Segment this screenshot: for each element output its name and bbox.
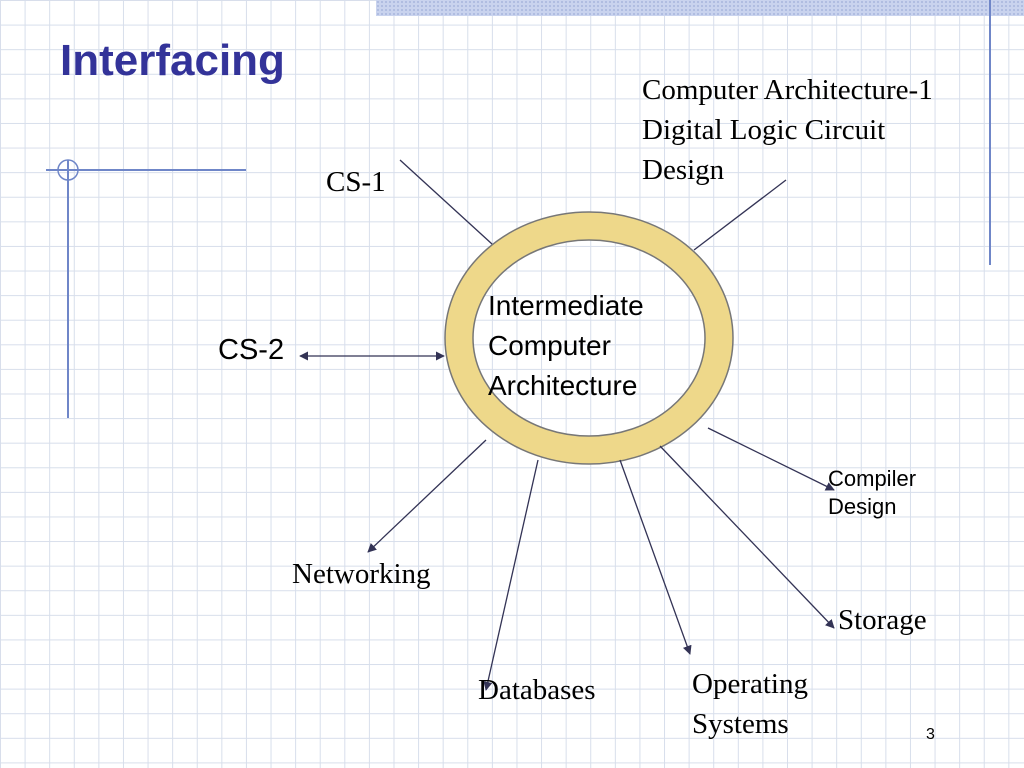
node-operating-systems-label: Operating Systems [692, 668, 808, 740]
page-number: 3 [926, 726, 935, 743]
node-storage-label: Storage [838, 604, 927, 636]
arrow-networking [367, 439, 487, 553]
arrow-databases [483, 459, 539, 691]
node-compiler-design-label: Compiler Design [828, 466, 917, 519]
node-networking-label: Networking [292, 558, 431, 590]
top-decorative-band [376, 0, 1024, 16]
node-architecture1-label: Computer Architecture-1 Digital Logic Ci… [642, 74, 933, 186]
node-cs2-label: CS-2 [218, 334, 285, 366]
center-ring [445, 212, 733, 464]
arrow-storage [659, 445, 835, 629]
connector-cs1 [399, 159, 493, 245]
slide-title: Interfacing [60, 36, 285, 85]
node-cs1-label: CS-1 [326, 166, 386, 198]
node-databases-label: Databases [478, 674, 596, 706]
center-ring-inner-edge [472, 239, 706, 437]
arrow-compiler-design [707, 427, 835, 491]
connector-architecture1 [693, 179, 787, 251]
left-accent-circle [57, 159, 79, 181]
arrow-operating-systems [619, 459, 692, 655]
center-ring-outer-edge [444, 211, 734, 465]
center-node-label: Intermediate Computer Architecture [488, 290, 644, 401]
